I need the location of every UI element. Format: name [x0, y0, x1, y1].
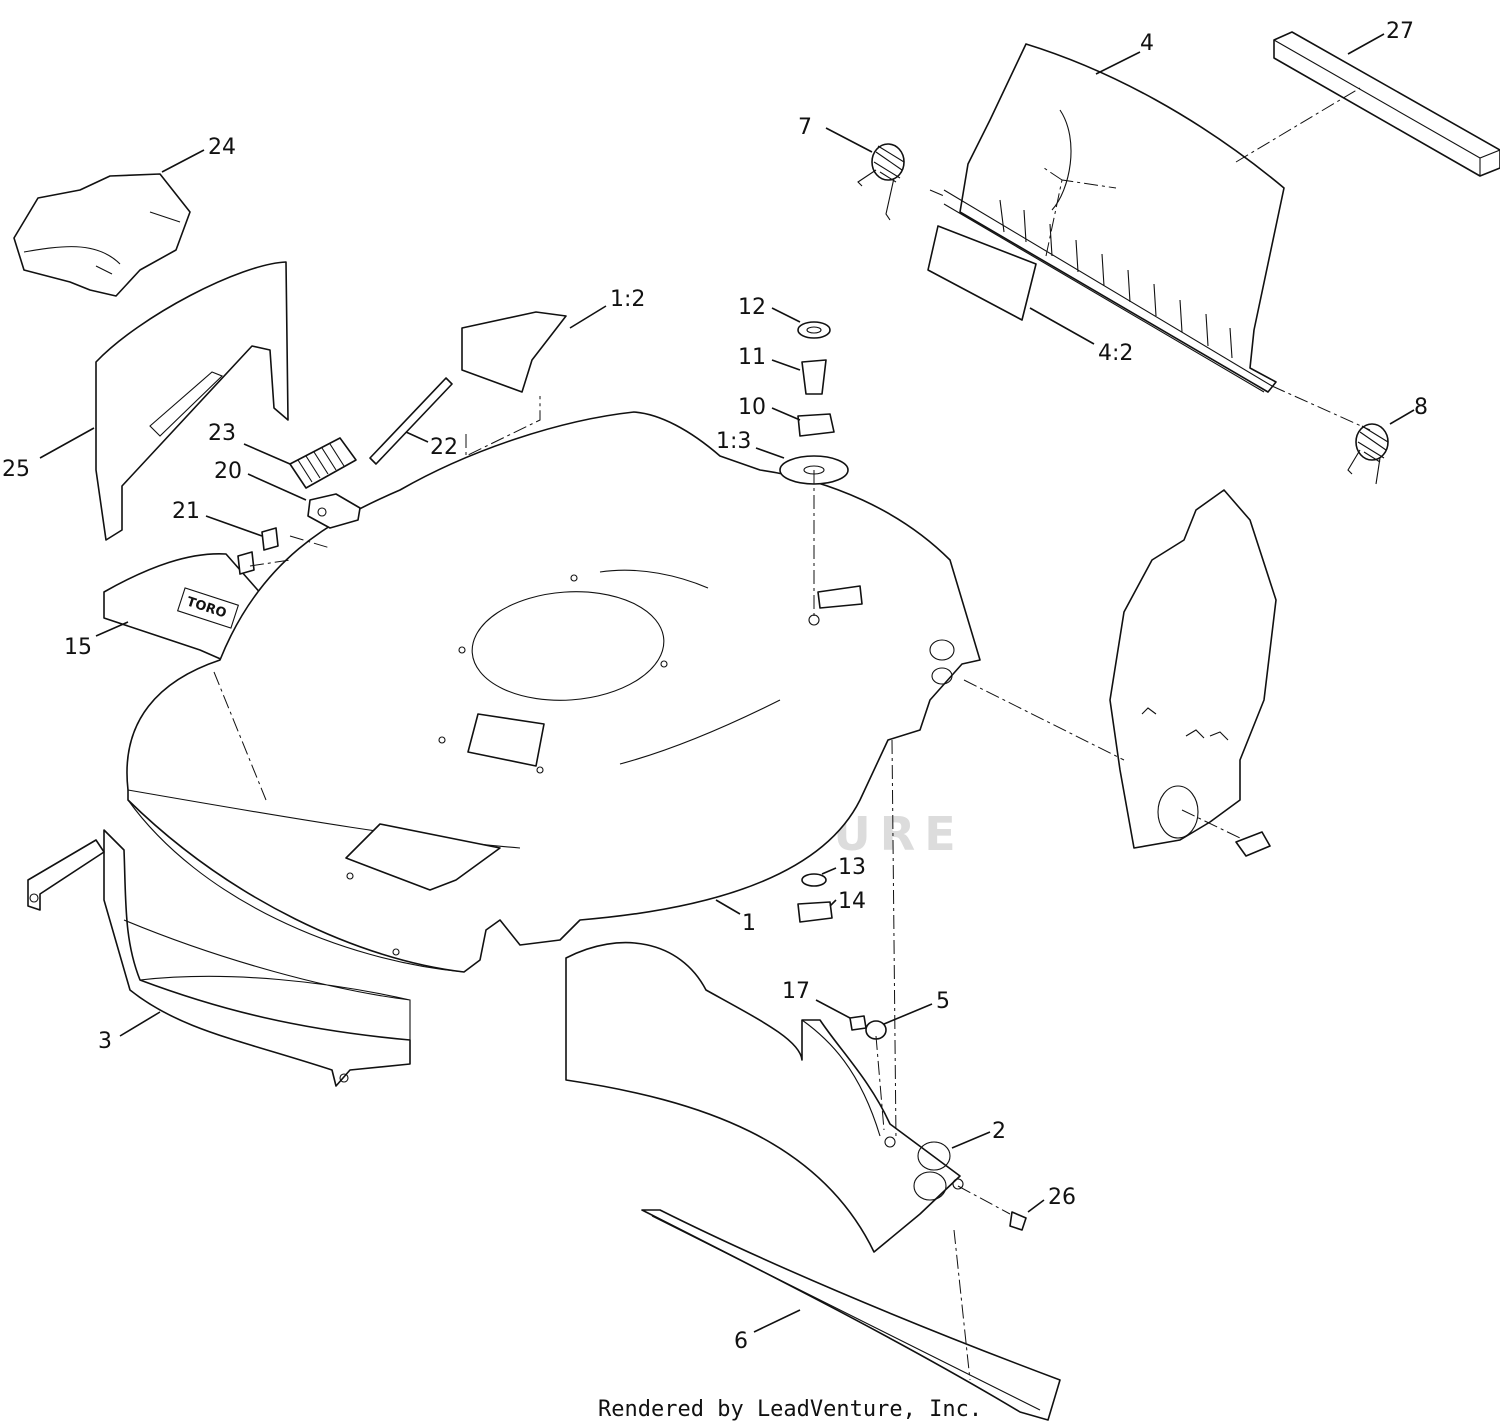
footer-credit: Rendered by LeadVenture, Inc. [598, 1397, 982, 1422]
callout-21: 21 [172, 499, 200, 524]
callout-25: 25 [2, 457, 30, 482]
part-17-nut [849, 1015, 867, 1031]
callout-4-2: 4:2 [1098, 341, 1133, 366]
part-6-lower-chute [641, 1209, 1061, 1421]
callout-26: 26 [1048, 1185, 1076, 1210]
part-1-2-decal [461, 311, 567, 393]
callout-10: 10 [738, 395, 766, 420]
part-26-screw [1009, 1211, 1027, 1231]
callout-6: 6 [734, 1329, 748, 1354]
callout-1: 1 [742, 911, 756, 936]
leader-lines [39, 33, 1415, 1333]
part-4-rear-flap [943, 43, 1285, 393]
part-21-bolts [237, 527, 279, 575]
callout-20: 20 [214, 459, 242, 484]
callout-15: 15 [64, 635, 92, 660]
callout-12: 12 [738, 295, 766, 320]
callout-17: 17 [782, 979, 810, 1004]
part-3-baffle [27, 829, 411, 1087]
callout-13: 13 [838, 855, 866, 880]
part-27-bar [1273, 31, 1500, 177]
part-1-deck [126, 411, 981, 973]
callout-1-3: 1:3 [716, 429, 751, 454]
side-plate [1109, 489, 1277, 857]
part-12-washer [797, 321, 831, 339]
callout-4: 4 [1140, 31, 1154, 56]
callout-23: 23 [208, 421, 236, 446]
part-8-spring [1347, 423, 1389, 485]
callout-labels: 4 27 7 4:2 8 24 25 1:2 12 11 10 1:3 23 2… [2, 19, 1428, 1354]
part-2-chute [565, 941, 964, 1253]
part-14-nut [797, 901, 833, 923]
callout-2: 2 [992, 1119, 1006, 1144]
part-25-shield [95, 261, 289, 541]
part-15-toro-decal: TORO [103, 553, 271, 665]
assembly-lines [213, 87, 1371, 1381]
part-4-2-decal [927, 225, 1037, 321]
callout-27: 27 [1386, 19, 1414, 44]
callout-11: 11 [738, 345, 766, 370]
part-22-rod [369, 377, 453, 465]
callout-3: 3 [98, 1029, 112, 1054]
callout-1-2: 1:2 [610, 287, 645, 312]
callout-7: 7 [798, 115, 812, 140]
callout-5: 5 [936, 989, 950, 1014]
callout-8: 8 [1414, 395, 1428, 420]
part-10-nut [797, 413, 835, 437]
part-20-bracket [307, 493, 361, 529]
part-13-washer [801, 873, 827, 887]
part-7-spring [857, 143, 905, 221]
callout-24: 24 [208, 135, 236, 160]
callout-22: 22 [430, 435, 458, 460]
part-23-spring [289, 437, 357, 489]
part-11-bolt [801, 359, 827, 395]
part-24-cover [13, 173, 191, 297]
callout-14: 14 [838, 889, 866, 914]
